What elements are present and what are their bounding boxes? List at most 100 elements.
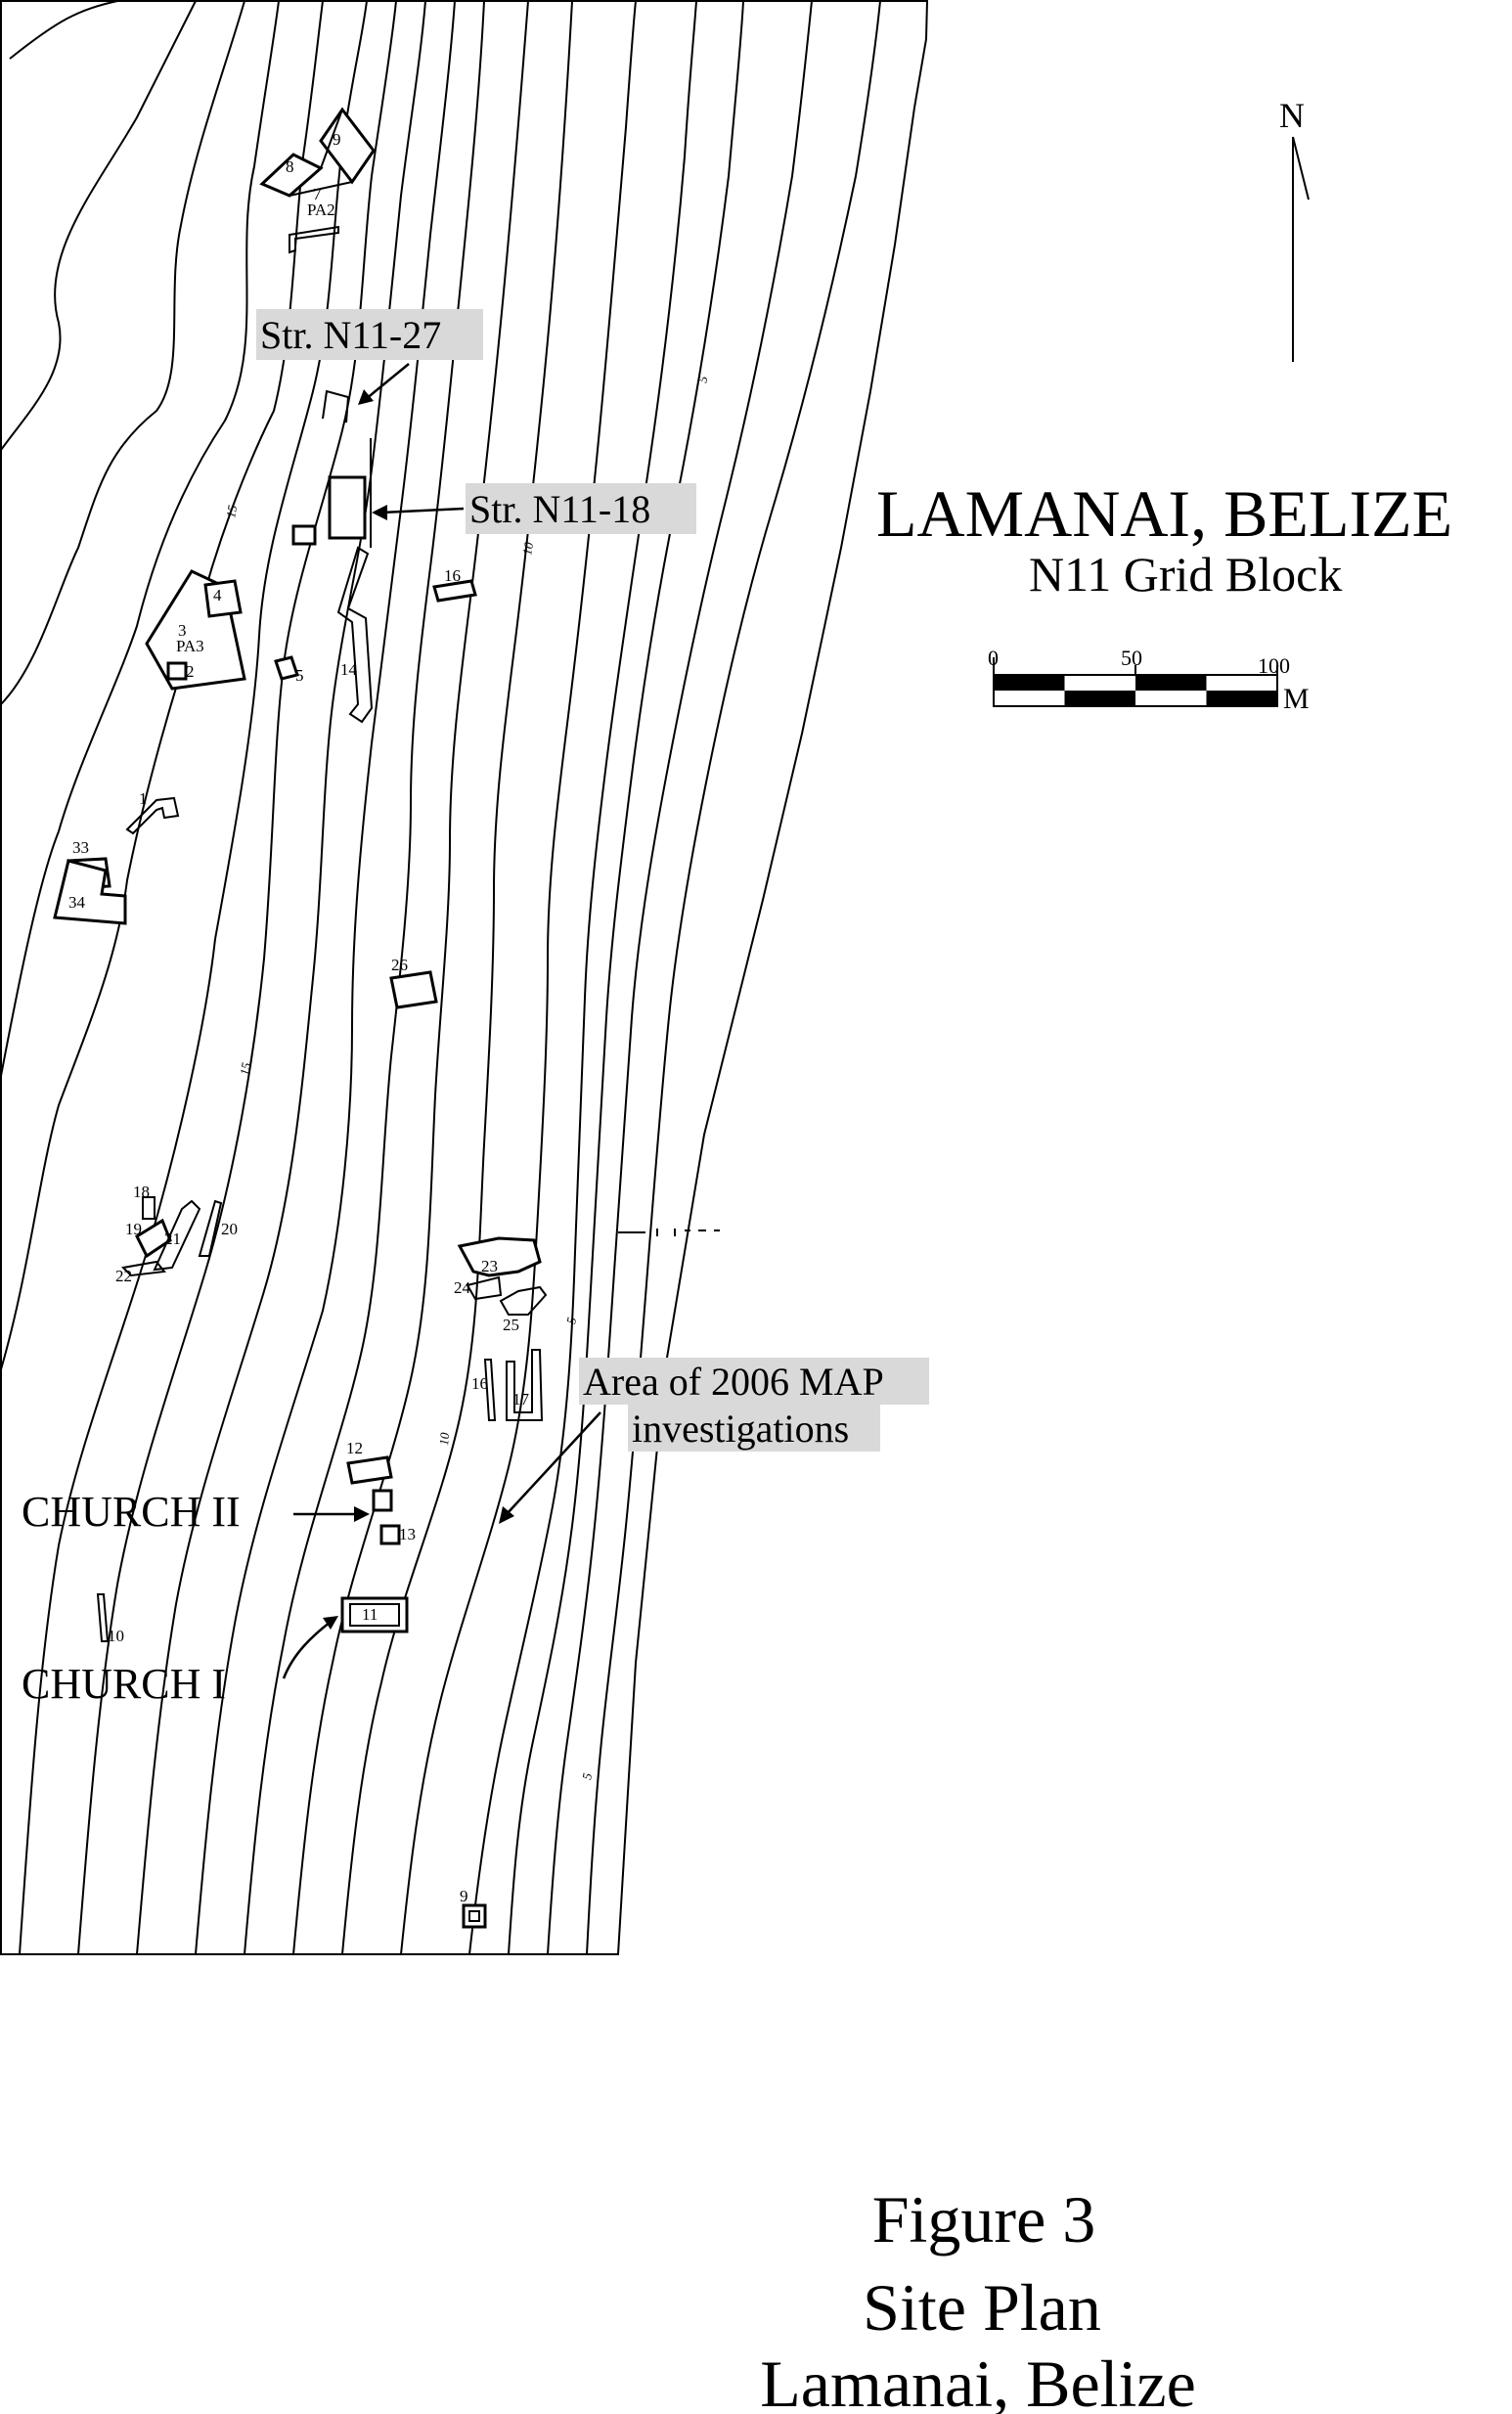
north-label: N [1279,96,1305,135]
contour-line [136,0,426,1955]
scale-tick-100: 100 [1258,653,1290,678]
contour-numbers: 15 10 5 15 10 5 5 [223,374,711,1780]
figure-number: Figure 3 [872,2182,1096,2257]
contour-line [244,0,485,1955]
structure-church-2a [372,1489,393,1512]
arrowhead [358,389,374,405]
structure-13 [379,1524,401,1545]
structure-number: 18 [133,1183,150,1201]
structure-number: 16 [444,566,461,585]
structure-7-outline [289,107,376,254]
structure-number: 20 [221,1220,238,1238]
contour-line [400,0,637,1955]
contour-line [19,0,368,1955]
scale-tick-50: 50 [1121,646,1142,670]
structure-number: 9 [460,1887,468,1905]
structure-number: 21 [164,1229,181,1248]
contour-line [0,0,324,1370]
contour-number: 5 [563,1316,579,1324]
callout-arrow [380,507,465,514]
structure-number: 4 [213,586,222,604]
structure-number: 19 [125,1220,142,1238]
structure-16b [483,1359,497,1421]
structure-number: 23 [481,1257,498,1275]
contour-line [547,0,813,1955]
structure-number: 3 [178,621,187,640]
contour-line [9,0,118,60]
callout-bg [466,483,696,534]
structure-21 [153,1199,201,1272]
contour-lines [0,0,881,1955]
structure-number: 34 [68,893,86,912]
structure-24 [466,1275,503,1301]
structure-n11-27 [322,389,350,424]
structure-4 [203,579,243,618]
callout-bg [579,1358,929,1405]
figure-caption: Figure 3 Site Plan Lamanai, Belize [760,2182,1196,2414]
structure-number: PA2 [307,201,335,219]
figure-caption-line1: Site Plan [863,2270,1101,2345]
structure-number: 22 [115,1267,132,1285]
map-subtitle: N11 Grid Block [1029,547,1342,602]
structure-18 [142,1196,156,1220]
contour-number: 5 [694,374,710,384]
structure-10 [96,1593,110,1642]
structures [53,107,720,1929]
contour-line [341,0,573,1955]
structure-number: 8 [286,157,294,176]
north-arrow: N [1279,96,1310,362]
structure-number: 14 [340,660,358,679]
callout-str-n11-18: Str. N11-18 [469,487,650,531]
structure-26 [389,970,438,1009]
callout-area-line1: Area of 2006 MAP [583,1360,884,1404]
contour-line [0,0,280,1077]
figure-caption-line2: Lamanai, Belize [760,2347,1196,2414]
structure-number: 26 [391,956,408,974]
structure-number: 2 [186,662,195,681]
structure-9-south-inner [468,1910,480,1922]
structure-25 [499,1285,548,1316]
structure-23 [457,1236,542,1277]
structure-12 [346,1455,393,1485]
survey-line [618,1229,720,1236]
structure-number: 5 [295,666,304,685]
structure-number: 12 [346,1439,363,1457]
structure-n11-18 [328,475,367,540]
structure-22 [120,1260,166,1277]
structure-20 [198,1199,223,1257]
structure-number: PA3 [176,637,204,655]
arrowhead [323,1616,338,1630]
callout-arrow [365,363,410,400]
structure-14 [336,546,374,724]
structure-34 [53,859,127,925]
structure-number: 16 [471,1374,488,1393]
callouts: Str. N11-27 Str. N11-18 Area of 2006 MAP… [22,309,929,1708]
structure-number: 11 [362,1605,378,1624]
scale-unit: M [1283,683,1310,715]
structure-number: 25 [503,1316,519,1334]
map-title: LAMANAI, BELIZE [876,476,1452,551]
contour-number: 15 [223,504,240,519]
structure-numbers: 9 8 7 PA2 4 3 PA3 2 5 14 16 1 33 34 26 1… [68,130,530,1905]
map-frame [0,0,929,1955]
scale-bar: 0 50 100 M [988,646,1310,715]
contour-line [468,0,697,1955]
callout-arrow [506,1411,601,1515]
contour-number: 10 [519,541,536,557]
structure-2 [166,661,188,681]
contour-line [77,0,397,1955]
structure-5 [274,655,299,681]
structure-16 [432,579,477,603]
callout-str-n11-27: Str. N11-27 [260,313,441,357]
structure-9-south [462,1903,487,1929]
contour-line [586,0,881,1955]
callout-bg [628,1405,880,1452]
structure-19 [135,1218,172,1259]
contour-number: 15 [237,1061,253,1077]
contour-number: 5 [579,1771,595,1780]
contour-line [508,0,744,1955]
structure-number: 17 [512,1390,530,1408]
structure-1 [125,796,180,835]
structure-number: 10 [108,1627,124,1645]
label-church-1: CHURCH I [22,1660,226,1708]
